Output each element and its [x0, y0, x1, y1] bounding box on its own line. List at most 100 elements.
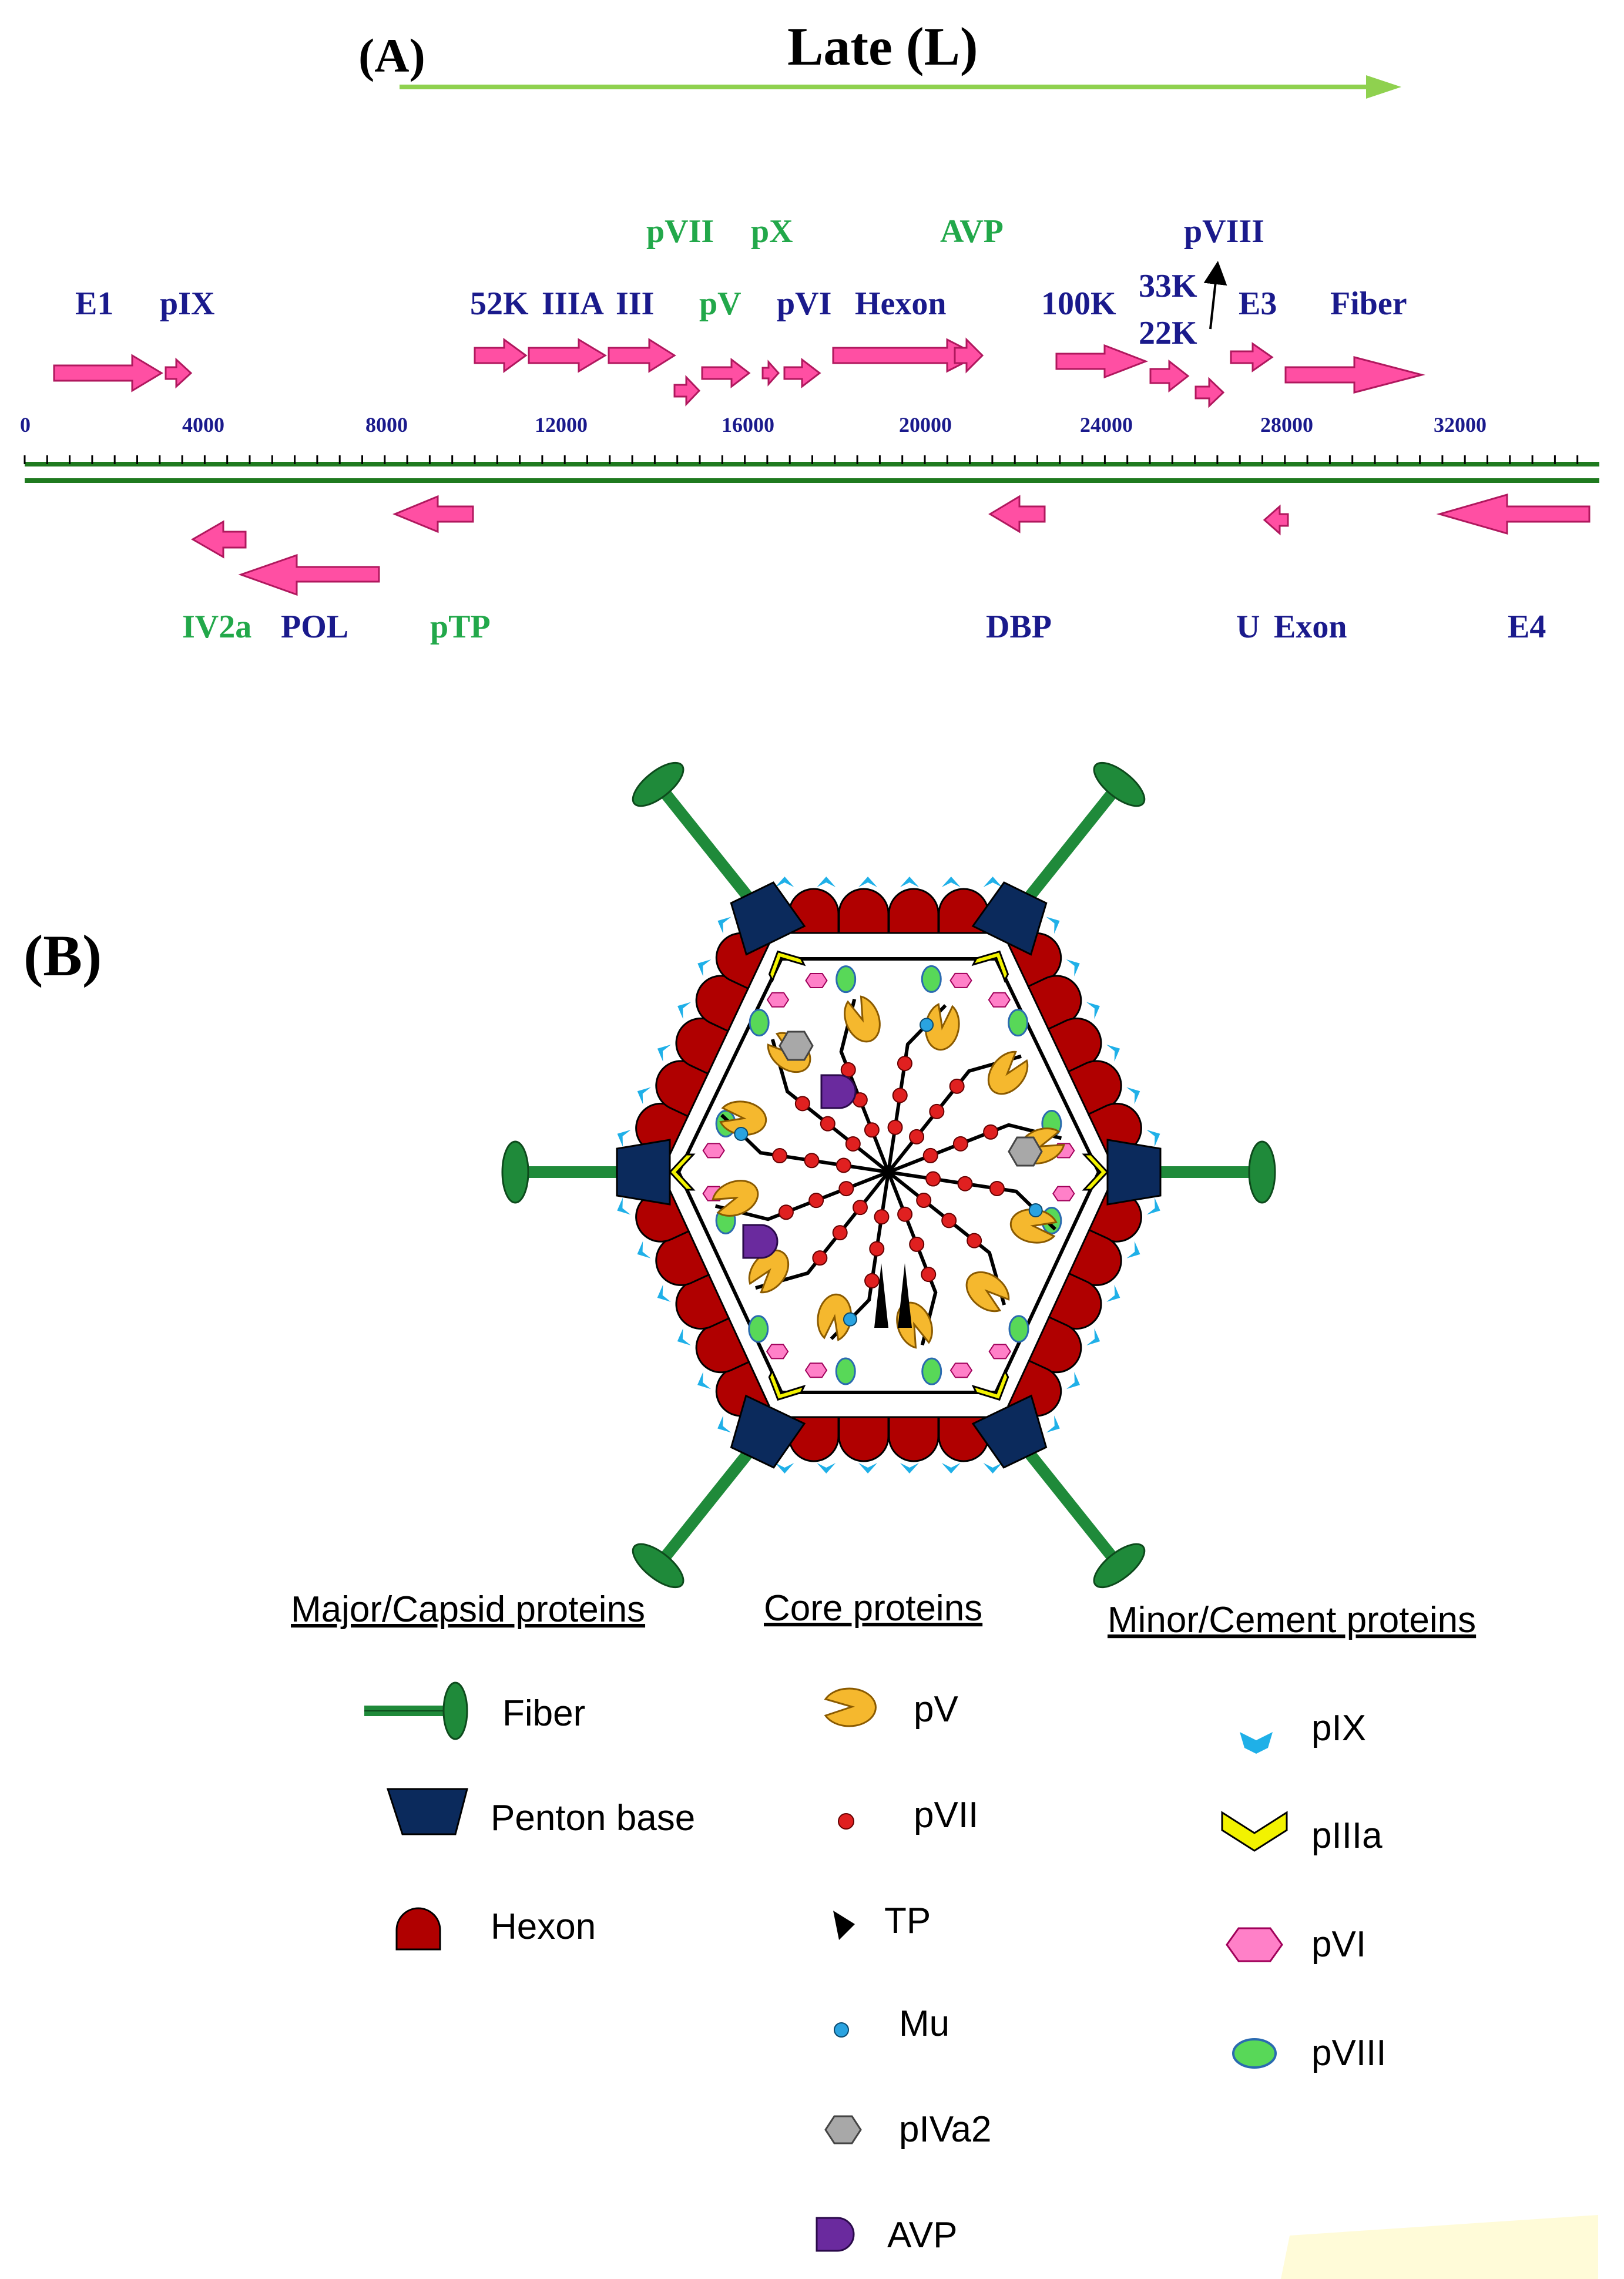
- pvii: [794, 1096, 810, 1112]
- pvi-icon: [1226, 1927, 1283, 1962]
- hexon: [888, 1416, 939, 1462]
- late-arrow: [400, 75, 1401, 99]
- legend-label-penton: Penton base: [491, 1798, 695, 1838]
- pvi: [804, 1362, 828, 1378]
- virion-diagram: [501, 761, 1276, 1589]
- pvii: [916, 1193, 932, 1209]
- gene-label-ptp: pTP: [430, 609, 491, 645]
- pvii: [941, 1213, 957, 1229]
- yellow-smudge: [1281, 2215, 1598, 2279]
- pvi: [766, 1344, 789, 1360]
- pix: [775, 1463, 794, 1474]
- penton-base: [1106, 1139, 1162, 1206]
- piiia: [768, 1368, 806, 1401]
- pvii: [778, 1204, 794, 1220]
- reverse-gene-labels: IV2a POL pTP DBP U Exon E4: [182, 609, 1546, 645]
- pvi: [949, 1362, 973, 1378]
- panel-b: (B) Major/Capsid proteins Core proteins …: [24, 761, 1598, 2279]
- pviii: [1008, 1009, 1029, 1037]
- pix: [1086, 1328, 1100, 1346]
- mu: [843, 1312, 857, 1327]
- fiber-knob: [1093, 761, 1146, 807]
- legend-item-pvii: pVII: [838, 1795, 978, 1835]
- pvii: [836, 1157, 851, 1173]
- arrow-e1: [53, 354, 163, 392]
- pvi: [988, 1344, 1011, 1360]
- fiber-knob: [632, 1543, 685, 1589]
- penton-base: [971, 1394, 1048, 1469]
- hexon: [838, 1416, 890, 1462]
- pv: [719, 1100, 767, 1136]
- pv: [965, 1271, 1010, 1313]
- pviii: [749, 1009, 770, 1037]
- pvii: [869, 1241, 885, 1257]
- gene-label-avp: AVP: [940, 213, 1004, 250]
- pix: [1046, 1415, 1060, 1433]
- pix-icon: [1240, 1732, 1273, 1754]
- penton-base: [616, 1139, 671, 1206]
- axis-tick-labels: 0 4000 8000 12000 16000 20000 24000 2800…: [20, 413, 1487, 437]
- gene-label-pix: pIX: [160, 286, 214, 322]
- arrow-fiber: [1284, 356, 1425, 394]
- pvii: [897, 1056, 912, 1072]
- pviii-icon: [1232, 2038, 1277, 2069]
- pvii: [864, 1273, 880, 1288]
- fiber-knob: [1248, 1140, 1276, 1204]
- pix: [1086, 1002, 1100, 1019]
- panel-b-label: (B): [24, 923, 102, 988]
- arrow-e3: [1230, 342, 1274, 372]
- pix: [1126, 1241, 1140, 1258]
- pviii: [835, 1357, 856, 1385]
- pix: [617, 1197, 631, 1215]
- piva2: [779, 1031, 814, 1061]
- pvii: [804, 1153, 820, 1169]
- gene-label-hexon: Hexon: [855, 286, 947, 322]
- arrow-avp: [954, 337, 984, 374]
- gene-label-fiber: Fiber: [1330, 286, 1407, 322]
- vertex-cement: [669, 950, 1109, 1401]
- penton-bases: [616, 881, 1162, 1469]
- pix: [941, 1463, 961, 1474]
- pvii: [925, 1171, 941, 1187]
- pvii: [840, 1062, 856, 1078]
- tick-24000: 24000: [1080, 413, 1133, 437]
- arrow-pvii: [673, 375, 701, 407]
- genome-axis: [24, 455, 1599, 483]
- arrow-iv2a: [190, 520, 247, 559]
- panel-a-label: (A): [358, 29, 425, 82]
- pix: [637, 1241, 651, 1258]
- pvii: [922, 1147, 938, 1163]
- pix: [617, 1129, 631, 1147]
- tp-icon: [833, 1911, 855, 1940]
- legend-item-tp: TP: [833, 1901, 931, 1941]
- pix: [858, 1463, 878, 1474]
- panel-a: (A) Late (L) E1 pIX 52K IIIA III pVII pV…: [20, 16, 1599, 645]
- pvii: [929, 1103, 945, 1119]
- penton-base: [971, 881, 1048, 956]
- piiia-icon: [1221, 1811, 1288, 1852]
- pvii: [887, 1119, 903, 1135]
- piiia: [1082, 1153, 1109, 1191]
- hexon: [888, 888, 939, 934]
- pix: [697, 1372, 712, 1389]
- pvii-icon: [838, 1813, 854, 1830]
- pv: [748, 1249, 790, 1294]
- legend-label-fiber: Fiber: [502, 1693, 585, 1734]
- mu: [1028, 1203, 1043, 1218]
- pvii: [909, 1129, 925, 1144]
- legend-item-pix: pIX: [1240, 1708, 1366, 1754]
- pvi: [702, 1143, 725, 1159]
- arrow-iiia: [528, 338, 607, 373]
- legend-label-pix: pIX: [1311, 1708, 1366, 1748]
- legend-heading-minor: Minor/Cement proteins: [1108, 1600, 1476, 1640]
- pvi: [766, 992, 790, 1008]
- mu: [734, 1126, 749, 1141]
- pvii: [949, 1078, 965, 1094]
- pix-cement: [617, 877, 1160, 1474]
- pix: [637, 1087, 651, 1105]
- pv: [712, 1180, 759, 1217]
- pv: [924, 1003, 960, 1051]
- gene-label-e3: E3: [1239, 286, 1277, 322]
- gene-label-52k: 52K: [470, 286, 529, 322]
- arrow-pv: [701, 357, 751, 389]
